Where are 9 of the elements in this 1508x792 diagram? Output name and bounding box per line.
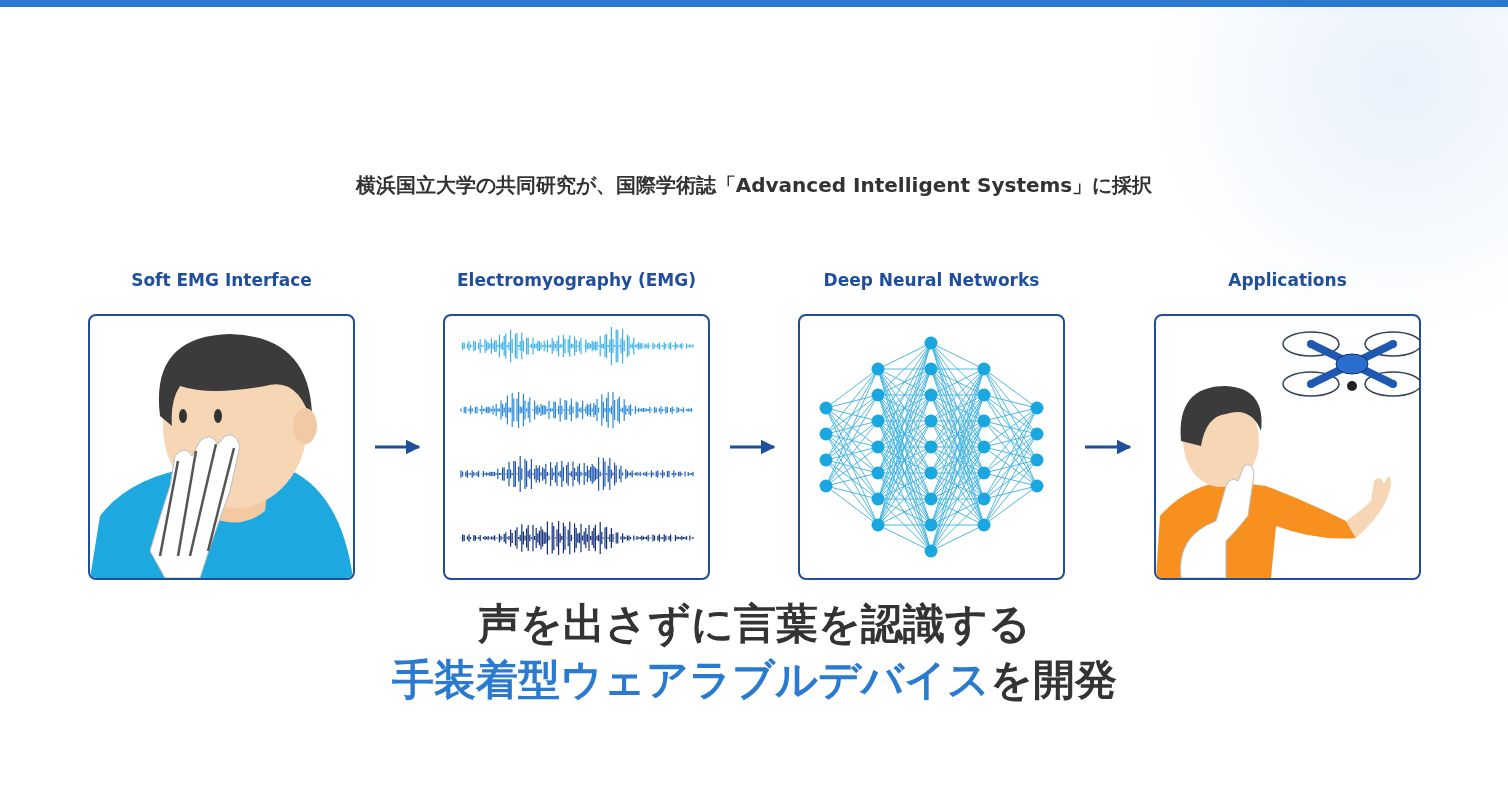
arrow xyxy=(730,439,776,455)
headline: 声を出さずに言葉を認識する手装着型ウェアラブルデバイスを開発 xyxy=(390,598,1118,706)
arrow xyxy=(375,439,421,455)
subtitle: 横浜国立大学の共同研究が、国際学術誌「Advanced Intelligent Systems」に採択 xyxy=(354,172,1154,199)
panel-heading: Deep Neural Networks xyxy=(822,270,1041,290)
panel-heading: Soft EMG Interface xyxy=(130,270,313,290)
panel-heading: Electromyography (EMG) xyxy=(456,270,697,290)
panel-heading: Applications xyxy=(1227,270,1348,290)
arrow xyxy=(1085,439,1132,455)
